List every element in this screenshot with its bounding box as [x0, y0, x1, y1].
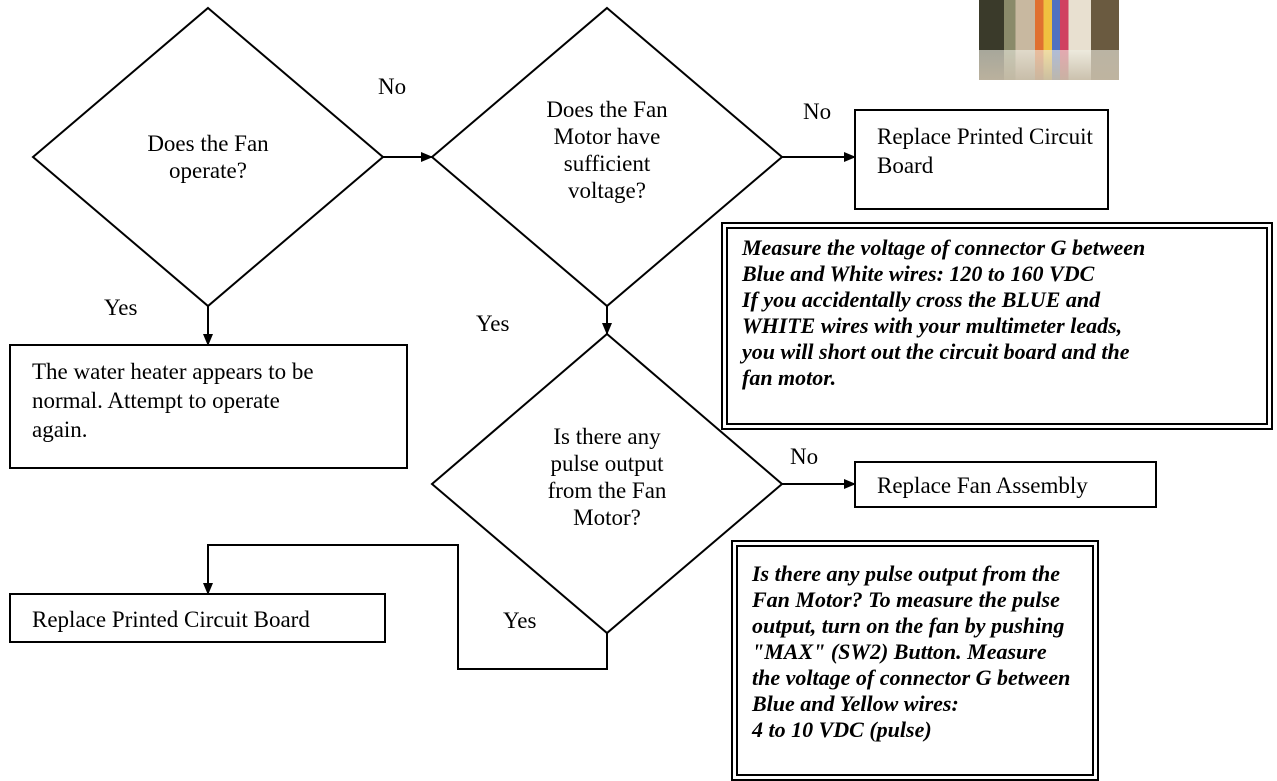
pulse-measurement-note-body: Is there any pulse output from the Fan M… [736, 545, 1094, 776]
pulse-note-line-5: the voltage of connector G between [752, 665, 1071, 690]
heater-normal-line-3: again. [32, 417, 88, 442]
decision-pulse-output-text: Is there any pulse output from the Fan M… [547, 424, 667, 530]
decision-sufficient-voltage-text: Does the Fan Motor have sufficient volta… [546, 97, 668, 203]
replace-board-top-text: Replace Printed Circuit Board [877, 122, 1093, 180]
pulse-note-line-6: Blue and Yellow wires: [752, 691, 959, 716]
replace-fan-assembly-text: Replace Fan Assembly [877, 473, 1088, 498]
replace-board-top-box [854, 109, 1109, 210]
pulse-note-line-2: Fan Motor? To measure the pulse [752, 587, 1060, 612]
heater-normal-line-2: normal. Attempt to operate [32, 388, 280, 413]
pulse-note-line-1: Is there any pulse output from the [752, 561, 1061, 586]
decision-fan-operate-text: Does the Fan operate? [147, 131, 269, 183]
pulse-note-line-3: output, turn on the fan by pushing [752, 613, 1065, 638]
replace-board-top-line-2: Board [877, 153, 934, 178]
edge-label-no-3: No [790, 444, 819, 469]
voltage-note-line-6: fan motor. [742, 365, 837, 390]
pulse-note-line-7: 4 to 10 VDC (pulse) [752, 717, 932, 742]
voltage-note-line-3: If you accidentally cross the BLUE and [742, 287, 1101, 312]
replace-board-bottom-box [9, 593, 386, 643]
replace-board-top-line-1: Replace Printed Circuit [877, 124, 1093, 149]
voltage-note-line-5: you will short out the circuit board and… [742, 339, 1130, 364]
voltage-note-line-4: WHITE wires with your multimeter leads, [742, 313, 1123, 338]
voltage-note-line-2: Blue and White wires: 120 to 160 VDC [742, 261, 1095, 286]
edge-label-no-1: No [378, 74, 407, 99]
voltage-measurement-note: Measure the voltage of connector G betwe… [721, 222, 1273, 430]
edge-label-yes-3: Yes [503, 608, 537, 633]
pulse-measurement-note: Is there any pulse output from the Fan M… [731, 540, 1099, 781]
voltage-note-line-1: Measure the voltage of connector G betwe… [742, 235, 1146, 260]
edge-label-no-2: No [803, 99, 832, 124]
circuit-board-photo [979, 0, 1119, 80]
edge-label-yes-1: Yes [104, 295, 138, 320]
heater-normal-text: The water heater appears to be normal. A… [32, 357, 314, 444]
heater-normal-box [9, 344, 408, 469]
voltage-measurement-note-body: Measure the voltage of connector G betwe… [726, 227, 1268, 425]
edge-label-yes-2: Yes [476, 311, 510, 336]
edge-pulse-yes [203, 544, 608, 670]
replace-board-bottom-text: Replace Printed Circuit Board [32, 607, 310, 632]
pulse-note-line-4: "MAX" (SW2) Button. Measure [752, 639, 1047, 664]
heater-normal-line-1: The water heater appears to be [32, 359, 314, 384]
replace-fan-assembly-box [854, 461, 1157, 508]
